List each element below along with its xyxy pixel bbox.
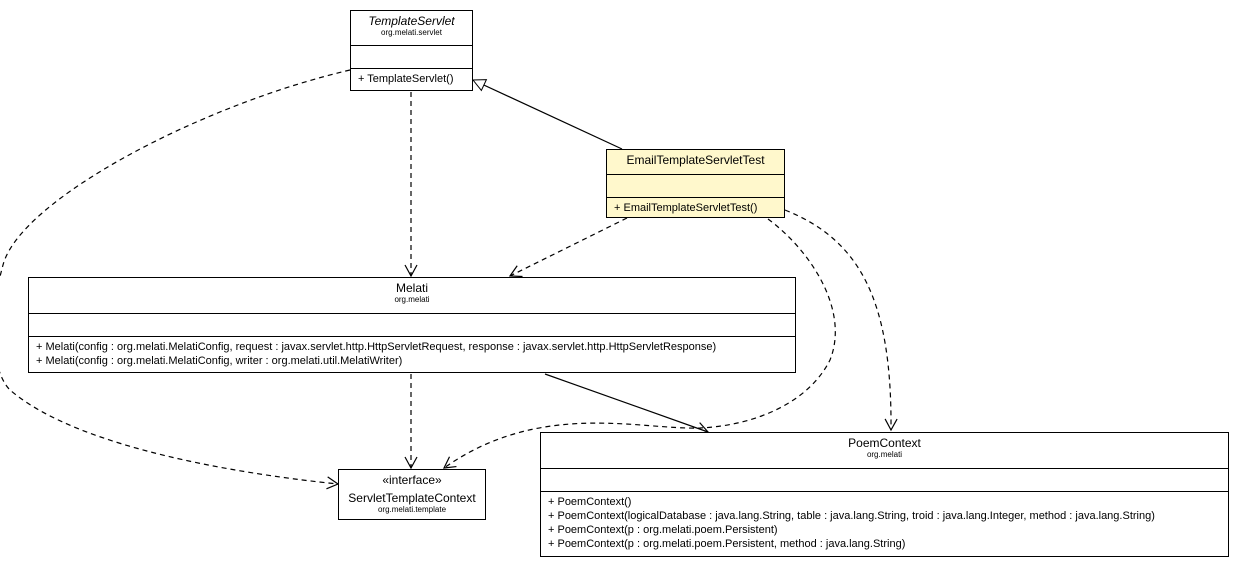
package-name: org.melati <box>866 450 903 459</box>
operation: + TemplateServlet() <box>358 73 454 85</box>
generalization-edge <box>473 80 623 150</box>
attributes-compartment <box>607 175 784 198</box>
operations-compartment: + Melati(config : org.melati.MelatiConfi… <box>29 337 795 368</box>
attributes-compartment <box>351 46 472 69</box>
class-header: PoemContext org.melati <box>541 433 1228 469</box>
class-name: TemplateServlet <box>368 14 455 28</box>
attributes-compartment <box>541 469 1228 492</box>
class-template-servlet[interactable]: TemplateServlet org.melati.servlet + Tem… <box>350 10 473 91</box>
dependency-emailtest-melati <box>508 217 628 278</box>
operations-compartment: + TemplateServlet() <box>351 69 472 86</box>
package-name: org.melati <box>394 295 430 304</box>
class-name: PoemContext <box>848 436 921 450</box>
package-name: org.melati.servlet <box>381 28 442 37</box>
operations-compartment: + PoemContext() + PoemContext(logicalDat… <box>541 492 1228 551</box>
class-name: ServletTemplateContext <box>348 491 476 505</box>
operation: + PoemContext(p : org.melati.poem.Persis… <box>548 524 778 536</box>
dependency-emailtest-poemcontext <box>784 209 898 432</box>
operations-compartment: + EmailTemplateServletTest() <box>607 198 784 215</box>
class-email-template-servlet-test[interactable]: EmailTemplateServletTest + EmailTemplate… <box>606 149 785 218</box>
class-name: EmailTemplateServletTest <box>626 153 765 167</box>
class-name: Melati <box>395 281 428 295</box>
interface-servlet-template-context[interactable]: «interface» ServletTemplateContext org.m… <box>338 469 486 520</box>
class-poem-context[interactable]: PoemContext org.melati + PoemContext() +… <box>540 432 1229 557</box>
operation: + PoemContext(p : org.melati.poem.Persis… <box>548 538 906 550</box>
class-header: «interface» ServletTemplateContext org.m… <box>339 470 485 519</box>
operation: + PoemContext() <box>548 496 632 508</box>
class-melati[interactable]: Melati org.melati + Melati(config : org.… <box>28 277 796 373</box>
operation: + Melati(config : org.melati.MelatiConfi… <box>36 341 717 353</box>
association-melati-poemcontext <box>544 373 710 435</box>
operation: + Melati(config : org.melati.MelatiConfi… <box>36 355 403 367</box>
dependency-emailtest-servlettemplatecontext <box>442 218 836 469</box>
dependency-templateservlet-servlettemplatecontext <box>0 69 351 490</box>
class-header: EmailTemplateServletTest <box>607 150 784 175</box>
stereotype: «interface» <box>382 473 442 487</box>
operation: + PoemContext(logicalDatabase : java.lan… <box>548 510 1155 522</box>
operation: + EmailTemplateServletTest() <box>614 202 758 214</box>
package-name: org.melati.template <box>377 505 447 514</box>
attributes-compartment <box>29 314 795 337</box>
class-header: TemplateServlet org.melati.servlet <box>351 11 472 46</box>
class-header: Melati org.melati <box>29 278 795 314</box>
